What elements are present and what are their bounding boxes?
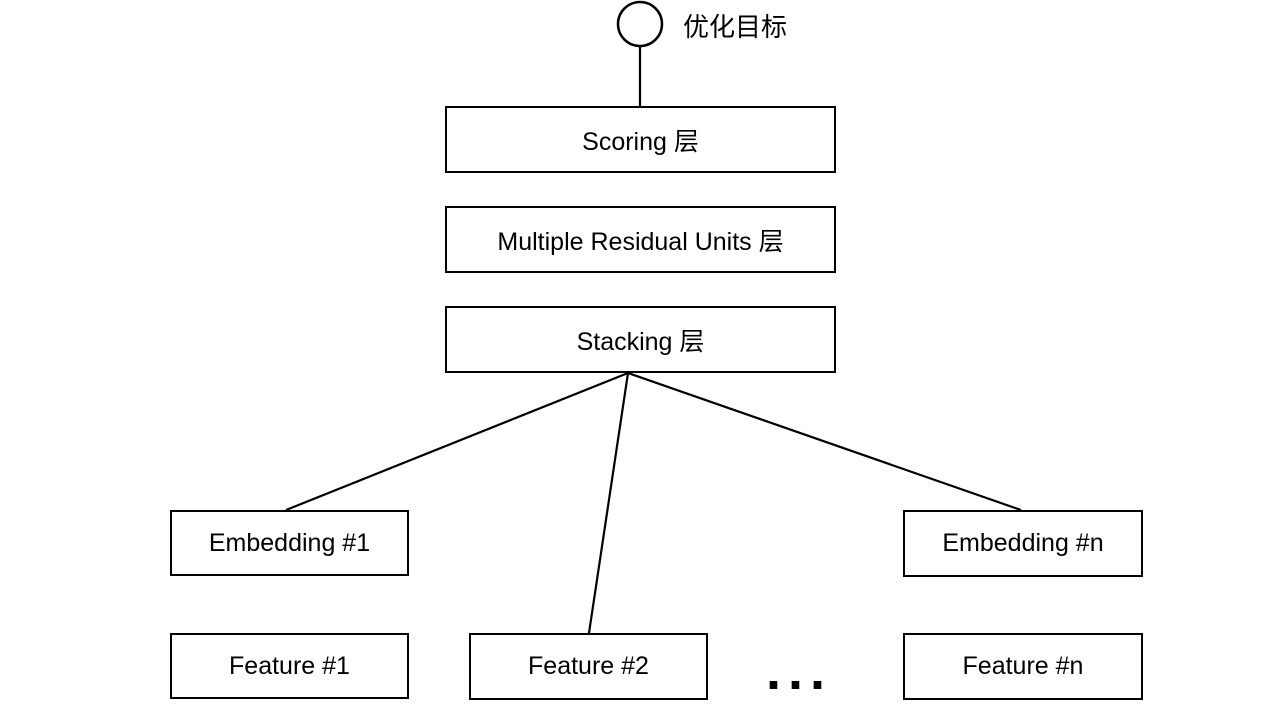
edge-stacking-embedding1	[285, 371, 629, 512]
edge-stacking-feature2	[587, 372, 630, 634]
target-label: 优化目标	[683, 11, 788, 42]
node-feature-1: Feature #1	[170, 633, 409, 699]
node-embedding-1: Embedding #1	[170, 510, 409, 576]
node-feature-n: Feature #n	[903, 633, 1143, 700]
node-scoring-layer: Scoring 层	[445, 106, 836, 173]
ellipsis-dots: ...	[766, 641, 833, 701]
node-multiple-residual-units-layer: Multiple Residual Units 层	[445, 206, 836, 273]
node-feature-2: Feature #2	[469, 633, 708, 700]
node-stacking-layer: Stacking 层	[445, 306, 836, 373]
node-embedding-n: Embedding #n	[903, 510, 1143, 577]
target-circle	[616, 0, 664, 48]
edge-stacking-embeddingn	[627, 371, 1022, 512]
